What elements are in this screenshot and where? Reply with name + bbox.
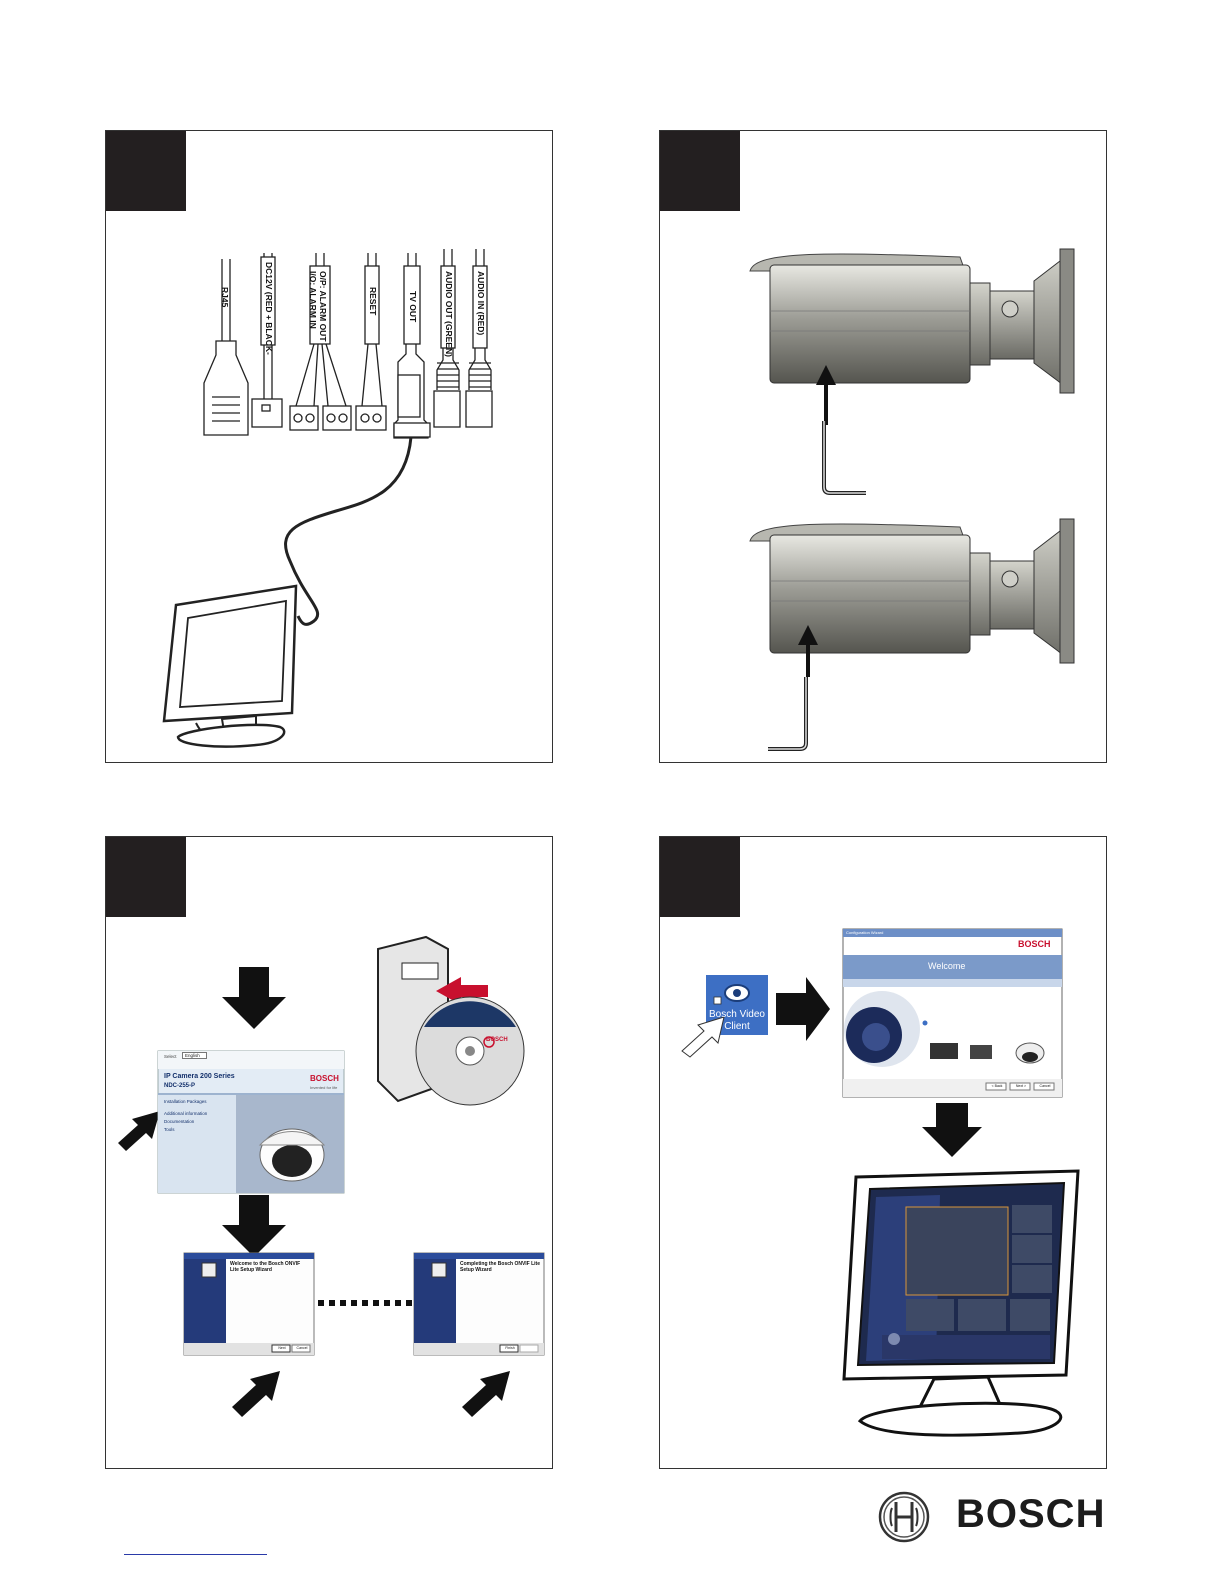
cable-connection-illustration [106,131,554,764]
launcher-title: IP Camera 200 Series [164,1073,235,1080]
cable-label-reset: RESET [368,287,378,315]
cable-label-alarm-out: O/P: ALARM OUT [318,271,328,342]
wizard-complete-title: Completing the Bosch ONVIF Lite Setup Wi… [460,1261,540,1273]
panel-step-1: RJ45 DC12V (RED + BLACK- O/P: ALARM OUT … [105,130,553,763]
panel-step-4: Bosch Video Client Configuration Wizard … [659,836,1107,1469]
footer-link-underline[interactable] [124,1554,267,1555]
wizard-cancel-button[interactable]: Cancel [293,1346,311,1350]
config-wizard-heading: Welcome [928,961,965,971]
wizard-next-button[interactable]: Next [273,1346,291,1350]
launcher-tagline: Invented for life [310,1085,337,1090]
video-client-illustration [660,837,1108,1470]
camera-top [750,249,1074,493]
camera-adjustment-illustration [660,131,1108,764]
cable-label-tv-out: TV OUT [408,291,418,322]
cable-label-audio-out: AUDIO OUT (GREEN) [444,271,454,357]
wizard-finish-button[interactable]: Finish [501,1346,519,1350]
launcher-link-tools[interactable]: Tools [164,1127,175,1132]
config-wizard-brand: BOSCH [1018,939,1051,949]
camera-bottom [750,519,1074,749]
panel-step-3: BOSCH Select English IP Camera 200 Serie… [105,836,553,1469]
footer-brand: BOSCH [956,1492,1105,1537]
language-select[interactable]: English [182,1052,207,1059]
launcher-brand: BOSCH [310,1074,339,1083]
wizard-welcome-title: Welcome to the Bosch ONVIF Lite Setup Wi… [230,1261,310,1273]
cable-label-rj45: RJ45 [220,287,230,307]
bosch-video-client-desktop-icon[interactable]: Bosch Video Client [706,1009,768,1033]
launcher-link-additional-info[interactable]: Additional information [164,1111,207,1116]
config-wizard-back-button[interactable]: < Back [987,1084,1007,1088]
launcher-model: NDC-255-P [164,1083,195,1089]
cable-label-audio-in: AUDIO IN (RED) [476,271,486,335]
config-wizard-cancel-button[interactable]: Cancel [1035,1084,1055,1088]
config-wizard-next-button[interactable]: Next > [1011,1084,1031,1088]
cable-label-alarm-in: I/O: ALARM IN [308,271,318,329]
language-select-label: Select [164,1054,177,1059]
cd-brand-label: BOSCH [486,1037,508,1043]
launcher-link-installation-packages[interactable]: Installation Packages [164,1099,207,1104]
panel-step-2 [659,130,1107,763]
launcher-link-documentation[interactable]: Documentation [164,1119,194,1124]
config-wizard-window-title: Configuration Wizard [846,930,883,935]
cable-label-dc12v: DC12V (RED + BLACK- [264,262,274,355]
software-install-illustration [106,837,554,1470]
